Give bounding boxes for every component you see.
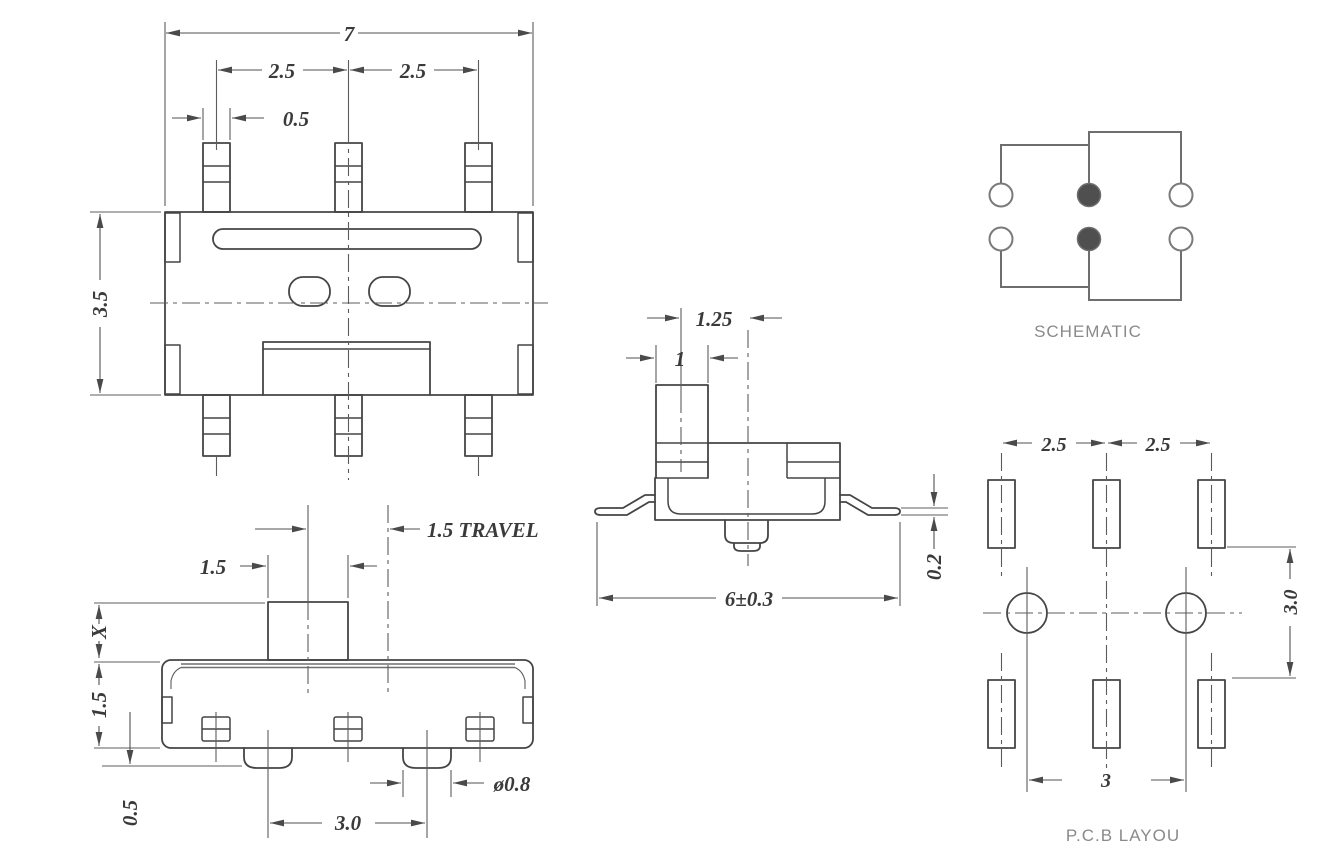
dim-body-depth-text: 3.5	[88, 291, 112, 318]
top-view-pins-top	[202, 142, 493, 213]
dim-overall-width-text: 7	[344, 22, 356, 46]
contact-terminal	[1168, 182, 1194, 208]
pcb-layout-view: 2.5 2.5 3.0 3 P.C.B LAYOU	[983, 434, 1302, 845]
side-view-knob	[655, 384, 709, 479]
contact-terminal	[1168, 226, 1194, 252]
dim-knob-offset-text: 1.25	[696, 307, 733, 331]
top-view-pins-bottom	[202, 394, 493, 457]
dim-post-diameter-text: ø0.8	[493, 772, 531, 796]
dim-pin-width-text: 0.5	[283, 107, 309, 131]
bottom-window	[262, 341, 431, 396]
schematic-label: SCHEMATIC	[1034, 322, 1142, 341]
side-view: 1.25 1 0.2 6±0.3	[594, 307, 948, 611]
gullwing-lead-right	[839, 494, 901, 516]
side-view-post	[724, 519, 769, 552]
front-view-pins	[201, 712, 495, 762]
dim-pin-pitch-left-text: 2.5	[268, 59, 295, 83]
dim-hole-pitch-text: 3	[1100, 770, 1111, 792]
cover-plate-edge	[181, 663, 515, 669]
dim-pad-pitch-left-text: 2.5	[1041, 434, 1067, 456]
wire-top-left	[1000, 144, 1088, 183]
slide-slot	[212, 228, 482, 250]
front-view: X 1.5 0.5 3.0 ø0.8 1.5 1.5 TRAVEL	[87, 505, 539, 838]
wire-bottom-left	[1000, 251, 1088, 288]
pcb-layout-label: P.C.B LAYOU	[1066, 826, 1180, 845]
dim-lead-thickness-text: 0.2	[922, 553, 946, 580]
dim-pin-pitch-right-text: 2.5	[399, 59, 426, 83]
gullwing-lead-left	[594, 494, 656, 516]
dim-knob-width-text: 1.5	[200, 555, 226, 579]
dim-travel-text: 1.5 TRAVEL	[427, 518, 539, 542]
dim-row-spacing-text: 3.0	[1280, 590, 1302, 616]
dim-body-height-text: 1.5	[87, 692, 111, 718]
dim-pad-pitch-right-text: 2.5	[1145, 434, 1171, 456]
side-view-body	[654, 442, 841, 521]
dim-knob-thickness-text: 1	[675, 347, 686, 371]
contact-terminal	[988, 226, 1014, 252]
common-terminal-filled	[1076, 226, 1102, 252]
schematic-view: SCHEMATIC	[988, 131, 1194, 341]
wire-bottom-right	[1088, 251, 1182, 301]
contact-terminal	[988, 182, 1014, 208]
dim-knob-height-text: X	[87, 624, 111, 640]
common-terminal-filled	[1076, 182, 1102, 208]
dim-overall-length-text: 6±0.3	[725, 587, 773, 611]
wire-top-right	[1088, 131, 1182, 183]
oval-hole-right	[368, 276, 411, 307]
dim-post-height-text: 0.5	[118, 800, 142, 826]
oval-hole-left	[288, 276, 331, 307]
top-view: 7 2.5 2.5 0.5 3.5	[88, 22, 548, 480]
dim-post-pitch-text: 3.0	[334, 811, 362, 835]
